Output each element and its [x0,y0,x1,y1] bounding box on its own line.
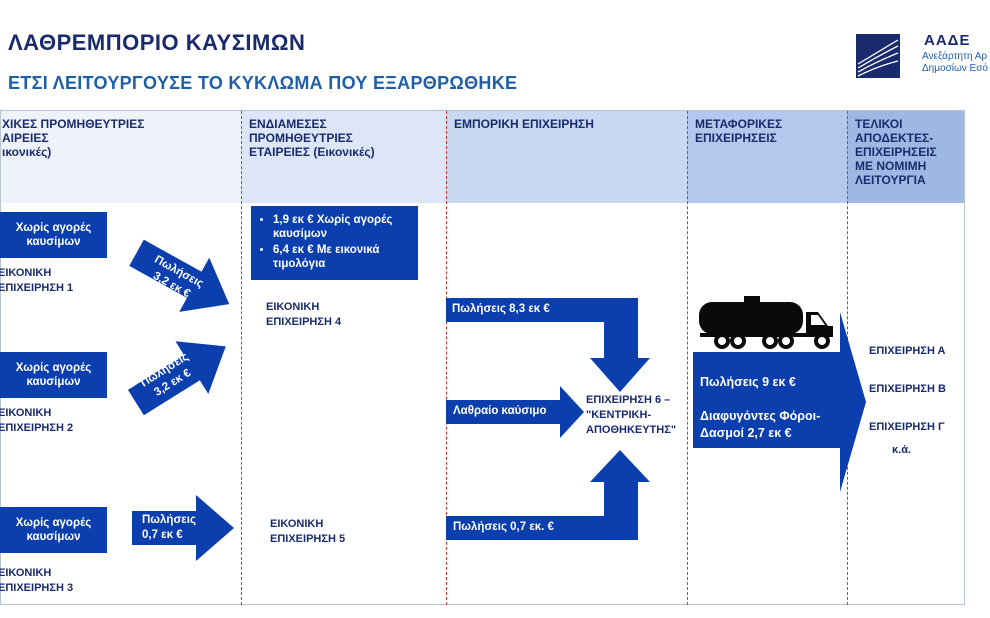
bullet-no-fuel-purchases: 1,9 εκ € Χωρίς αγορές καυσίμων [273,213,412,241]
fictitious-business-1-label: ΕΙΚΟΝΙΚΗ ΕΠΙΧΕΙΡΗΣΗ 1 [0,267,74,294]
column-header-fictitious-suppliers: ΧΙΚΕΣ ΠΡΟΜΗΘΕΥΤΡΙΕΣ ΑΙΡΕΙΕΣ ικονικές) [2,117,145,159]
transport-arrow [693,312,866,492]
etc-label: κ.ά. [892,444,912,456]
evaded-taxes-label: Διαφυγόντες Φόροι- Δασμοί 2,7 εκ € [700,409,821,440]
column-header-intermediate-suppliers: ΕΝΔΙΑΜΕΣΕΣ ΠΡΟΜΗΘΕΥΤΡΙΕΣ ΕΤΑΙΡΕΙΕΣ (Εικο… [249,117,375,159]
logo-subtitle-line2: Δημοσίων Εσό [922,63,988,74]
page-title: ΛΑΘΡΕΜΠΟΡΙΟ ΚΑΥΣΙΜΩΝ [8,30,306,55]
column-header-final-recipients: ΤΕΛΙΚΟΙ ΑΠΟΔΕΚΤΕΣ- ΕΠΙΧΕΙΡΗΣΕΙΣ ΜΕ ΝΟΜΙΜ… [855,117,937,187]
sales-bottom-label: Πωλήσεις 0,7 εκ. € [453,521,554,533]
transport-sales-label: Πωλήσεις 9 εκ € [700,375,796,389]
fictitious-business-3-label: ΕΙΚΟΝΙΚΗ ΕΠΙΧΕΙΡΗΣΗ 3 [0,567,74,594]
business-c-label: ΕΠΙΧΕΙΡΗΣΗ Γ [869,421,945,433]
bent-arrow-top [446,298,650,392]
bent-arrow-bottom [446,450,650,540]
fictitious-business-2-label: ΕΙΚΟΝΙΚΗ ΕΠΙΧΕΙΡΗΣΗ 2 [0,407,74,434]
sales-arrow-3-label: Πωλήσεις 0,7 εκ € [142,514,196,541]
sales-arrow-1 [129,239,230,312]
fictitious-business-4-label: ΕΙΚΟΝΙΚΗ ΕΠΙΧΕΙΡΗΣΗ 4 [266,301,342,328]
intermediate-supplier-bullets: 1,9 εκ € Χωρίς αγορές καυσίμων 6,4 εκ € … [251,206,418,280]
column-divider-1 [241,111,242,605]
column-header-transport: ΜΕΤΑΦΟΡΙΚΕΣ ΕΠΙΧΕΙΡΗΣΕΙΣ [695,117,783,145]
column-divider-2 [446,111,447,605]
sales-arrow-3 [132,495,234,561]
central-warehouse-business-label: ΕΠΙΧΕΙΡΗΣΗ 6 – "ΚΕΝΤΡΙΚΗ- ΑΠΟΘΗΚΕΥΤΗΣ" [586,394,677,436]
aade-logo-icon [856,34,900,78]
column-header-bg-2 [241,111,446,203]
sales-arrow-2 [127,341,226,416]
smuggled-fuel-label: Λαθραίο καύσιμο [453,405,547,417]
bullet-fictitious-invoices: 6,4 εκ € Με εικονικά τιμολόγια [273,243,412,271]
tanker-truck-icon [699,296,833,349]
column-header-bg-3 [446,111,687,203]
logo-name: ΑΑΔΕ [924,32,971,49]
logo-subtitle: Ανεξάρτητη Αρ Δημοσίων Εσό [922,51,988,75]
column-header-commercial-business: ΕΜΠΟΡΙΚΗ ΕΠΙΧΕΙΡΗΣΗ [454,117,594,131]
fictitious-business-5-label: ΕΙΚΟΝΙΚΗ ΕΠΙΧΕΙΡΗΣΗ 5 [270,518,346,545]
column-header-bg-1 [1,111,241,203]
logo-subtitle-line1: Ανεξάρτητη Αρ [922,51,988,62]
no-fuel-purchases-box-3: Χωρίς αγορές καυσίμων [0,507,107,553]
no-fuel-purchases-box-1: Χωρίς αγορές καυσίμων [0,212,107,258]
no-fuel-purchases-box-2: Χωρίς αγορές καυσίμων [0,352,107,398]
column-header-bg-4 [687,111,847,203]
column-divider-3 [687,111,688,605]
sales-top-label: Πωλήσεις 8,3 εκ € [452,303,550,315]
business-b-label: ΕΠΙΧΕΙΡΗΣΗ Β [869,383,946,395]
business-a-label: ΕΠΙΧΕΙΡΗΣΗ Α [869,345,946,357]
page-subtitle: ΕΤΣΙ ΛΕΙΤΟΥΡΓΟΥΣΕ ΤΟ ΚΥΚΛΩΜΑ ΠΟΥ ΕΞΑΡΘΡΩ… [8,73,518,93]
column-header-bg-5 [847,111,964,203]
smuggled-fuel-arrow [446,386,584,438]
